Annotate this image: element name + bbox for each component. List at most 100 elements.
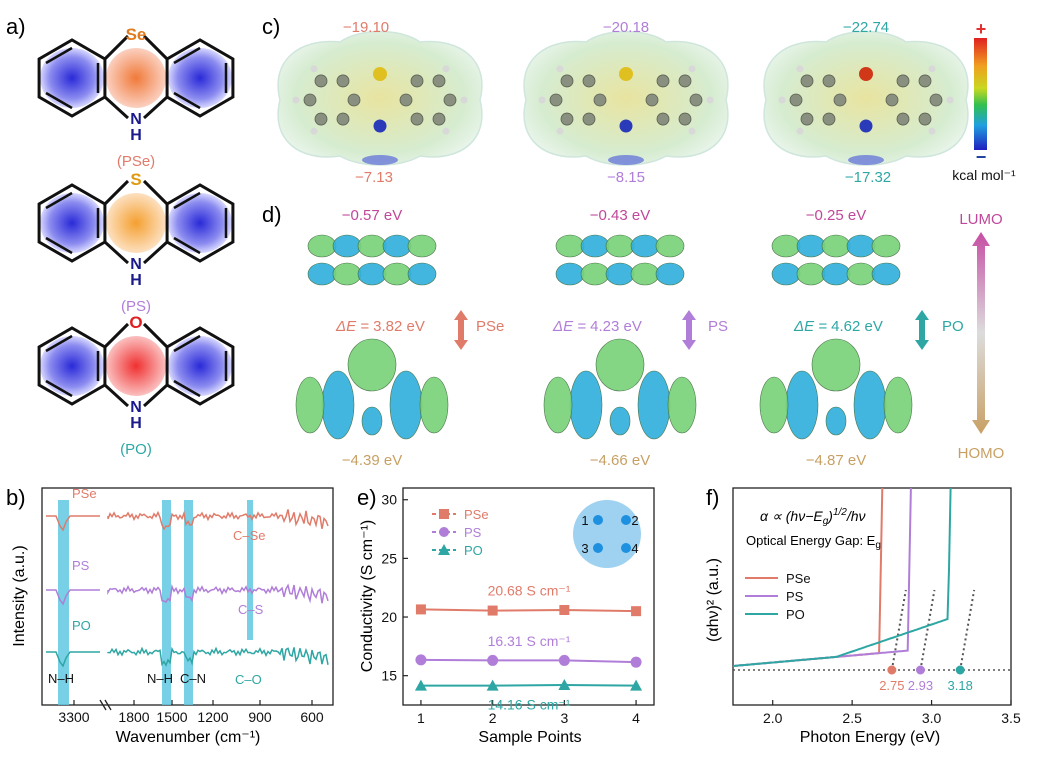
nitrogen-sphere — [859, 119, 873, 133]
homo-orbital — [543, 338, 697, 440]
inset-point — [593, 515, 603, 525]
esp-negative-region — [362, 155, 398, 165]
cond-xlabel: Sample Points — [478, 729, 581, 746]
inset-point-label: 2 — [631, 513, 638, 528]
orbital-lobe-positive — [580, 262, 610, 286]
tauc-legend-label: PO — [786, 607, 805, 622]
ftir-trace-segment — [107, 509, 329, 531]
cond-x-tick-label: 1 — [417, 710, 425, 726]
orbital-lobe-positive — [382, 262, 412, 286]
tauc-gap-label: 3.18 — [948, 678, 973, 693]
orbital-lobe-positive — [883, 376, 913, 434]
cond-data-label: 16.31 S cm⁻¹ — [488, 633, 571, 649]
tauc-frame — [732, 487, 1012, 706]
inset-point-label: 4 — [631, 541, 638, 556]
tauc-gap-label: 2.93 — [908, 678, 933, 693]
cond-x-tick-label: 3 — [560, 710, 568, 726]
carbon-atom — [822, 112, 836, 126]
orbital-lobe-positive — [796, 262, 826, 286]
orbital-lobe-negative — [821, 262, 851, 286]
cond-x-tick-label: 2 — [489, 710, 497, 726]
lumo-value-pse: −0.57 eV — [342, 207, 402, 224]
cond-legend-marker — [439, 527, 449, 537]
cond-legend-label: PO — [464, 543, 483, 558]
carbon-atom — [645, 93, 659, 107]
blue-ring-shading — [168, 336, 232, 396]
orbital-lobe-negative — [796, 234, 826, 258]
cond-point — [630, 679, 643, 691]
tauc-xlabel: Photon Energy (eV) — [800, 729, 941, 746]
lumo-value-po: −0.25 eV — [806, 207, 866, 224]
hydrogen-atom — [796, 65, 804, 73]
hydrogen-atom — [706, 96, 714, 104]
nitrogen-label: N — [130, 256, 142, 273]
esp-top-value-pse: −19.10 — [343, 19, 389, 36]
esp-scale-minus: − — [976, 147, 987, 167]
gap-name-ps: PS — [708, 318, 728, 335]
carbon-atom — [789, 93, 803, 107]
tauc-extrapolation — [890, 589, 907, 671]
cond-frame — [402, 487, 655, 706]
lumo-value-ps: −0.43 eV — [590, 207, 650, 224]
cond-point — [558, 679, 571, 691]
blue-ring-shading — [40, 336, 104, 396]
ftir-annotation-co: C–O — [235, 672, 262, 687]
cond-x-tick-label: 4 — [632, 710, 640, 726]
esp-surface — [763, 30, 969, 166]
band-cn — [184, 500, 193, 705]
orbital-lobe-negative — [785, 370, 819, 440]
esp-surface — [523, 30, 729, 166]
orbital-lobe-negative — [655, 262, 685, 286]
panel-label-c: c) — [262, 14, 280, 39]
hydrogen-atom — [928, 65, 936, 73]
tauc-x-tick-label: 2.0 — [763, 710, 783, 726]
ftir-x-tick-label: 900 — [248, 709, 272, 725]
orbital-lobe-positive — [759, 376, 789, 434]
orbital-lobe-negative — [332, 234, 362, 258]
cond-legend-label: PSe — [464, 507, 489, 522]
cond-data-label: 20.68 S cm⁻¹ — [488, 582, 571, 598]
inset-point — [621, 543, 631, 553]
cond-ylabel: Conductivity (S cm⁻¹) — [359, 520, 376, 672]
cond-point — [415, 604, 426, 615]
ftir-trace-segment — [46, 651, 100, 668]
center-ring-shading — [106, 336, 166, 396]
heteroatom-label: O — [129, 313, 142, 332]
orbital-lobe-negative — [637, 370, 671, 440]
bridge-bond — [103, 240, 130, 265]
inset-point — [621, 515, 631, 525]
panel-label-b: b) — [6, 485, 26, 510]
carbon-atom — [347, 93, 361, 107]
orbital-lobe-positive — [846, 262, 876, 286]
double-bond — [173, 46, 201, 65]
cond-series-line — [420, 684, 637, 687]
ftir-annotation-cs: C–S — [238, 602, 264, 617]
ftir-annotation-cn: C–N — [180, 671, 206, 686]
bridge-bond — [142, 34, 169, 61]
orbital-lobe-negative — [853, 370, 887, 440]
bridge-bond — [142, 383, 169, 408]
orbital-lobe-negative — [825, 406, 847, 436]
carbon-atom — [582, 74, 596, 88]
carbon-atom — [929, 93, 943, 107]
ftir-series-po: PO — [72, 618, 91, 633]
hydrogen-atom — [442, 127, 450, 135]
ftir-x-tick-label: 1800 — [118, 709, 149, 725]
orbital-lobe-negative — [569, 370, 603, 440]
ftir-x-tick-label: 1500 — [156, 709, 187, 725]
gap-name-pse: PSe — [476, 318, 504, 335]
carbon-atom — [800, 112, 814, 126]
hydrogen-atom — [556, 65, 564, 73]
orbital-lobe-positive — [307, 234, 337, 258]
carbon-atom — [432, 74, 446, 88]
panel-label-d: d) — [262, 202, 282, 227]
orbital-lobe-negative — [407, 262, 437, 286]
carbon-atom — [336, 74, 350, 88]
bridge-bond — [103, 95, 130, 120]
esp-negative-region — [608, 155, 644, 165]
gap-arrow-pse — [454, 310, 468, 350]
carbon-atom — [833, 93, 847, 107]
